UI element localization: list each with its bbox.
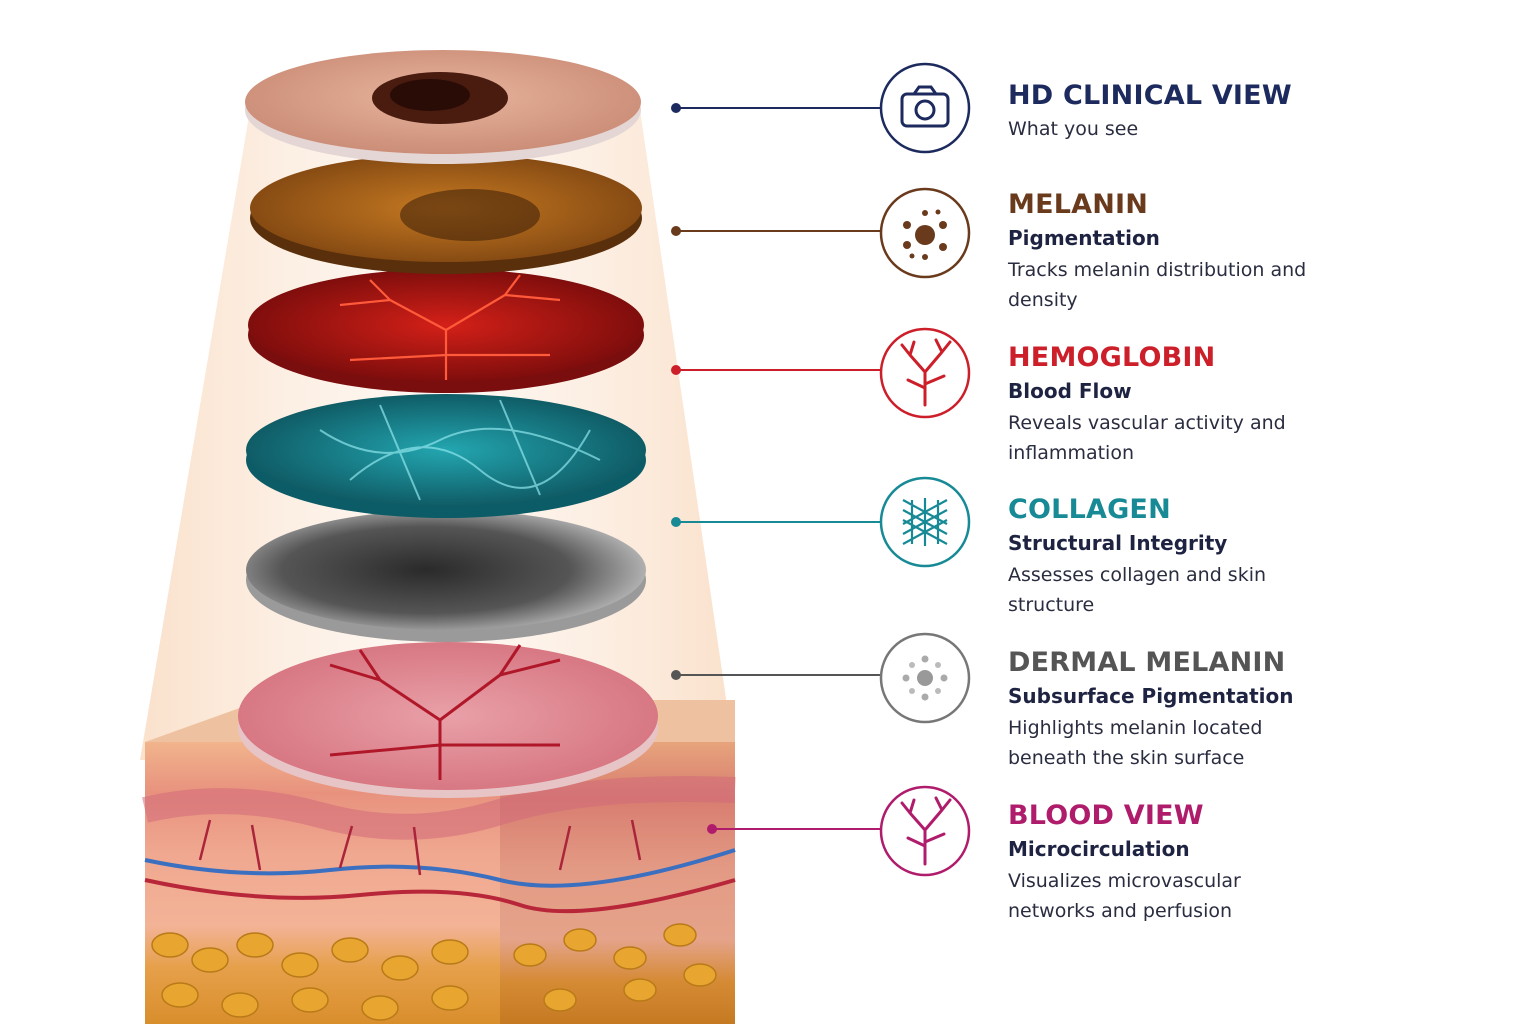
connectors xyxy=(671,103,880,834)
dermal-dots-icon xyxy=(879,632,971,724)
layer-title: BLOOD VIEW xyxy=(1008,800,1204,831)
vessel-tree-icon xyxy=(879,785,971,877)
layer-title: COLLAGEN xyxy=(1008,494,1171,525)
vessel-tree-icon xyxy=(879,327,971,419)
collagen-mesh-icon xyxy=(879,476,971,568)
layer-description: Assesses collagen and skin structure xyxy=(1008,564,1267,616)
camera-icon xyxy=(879,62,971,154)
layer-title: DERMAL MELANIN xyxy=(1008,647,1286,678)
layer-title: HD CLINICAL VIEW xyxy=(1008,80,1292,111)
layer-blood-view: BLOOD VIEW Microcirculation Visualizes m… xyxy=(1008,800,1508,926)
layer-subtitle: Subsurface Pigmentation xyxy=(1008,684,1294,708)
blood-view-disc xyxy=(238,642,658,798)
layer-subtitle: Blood Flow xyxy=(1008,379,1132,403)
collagen-disc xyxy=(246,394,646,518)
melanin-dots-icon xyxy=(879,187,971,279)
layer-subtitle: Structural Integrity xyxy=(1008,531,1228,555)
layer-subtitle: Microcirculation xyxy=(1008,837,1190,861)
layer-title: MELANIN xyxy=(1008,189,1149,220)
layer-melanin: MELANIN Pigmentation Tracks melanin dist… xyxy=(1008,189,1508,315)
clinical-disc xyxy=(245,50,641,164)
melanin-disc xyxy=(250,154,642,274)
hemoglobin-disc xyxy=(248,269,644,393)
layer-description: What you see xyxy=(1008,118,1139,140)
layer-dermal-melanin: DERMAL MELANIN Subsurface Pigmentation H… xyxy=(1008,647,1508,773)
layer-description: Visualizes microvascular networks and pe… xyxy=(1008,870,1241,922)
layer-hd-clinical-view: HD CLINICAL VIEW What you see xyxy=(1008,80,1508,144)
layer-title: HEMOGLOBIN xyxy=(1008,342,1216,373)
dermal-melanin-disc xyxy=(246,510,646,642)
layer-subtitle: Pigmentation xyxy=(1008,226,1160,250)
layer-hemoglobin: HEMOGLOBIN Blood Flow Reveals vascular a… xyxy=(1008,342,1508,468)
layer-description: Tracks melanin distribution and density xyxy=(1008,259,1307,311)
layer-description: Reveals vascular activity and inflammati… xyxy=(1008,412,1286,464)
layer-description: Highlights melanin located beneath the s… xyxy=(1008,717,1263,769)
layer-collagen: COLLAGEN Structural Integrity Assesses c… xyxy=(1008,494,1508,620)
